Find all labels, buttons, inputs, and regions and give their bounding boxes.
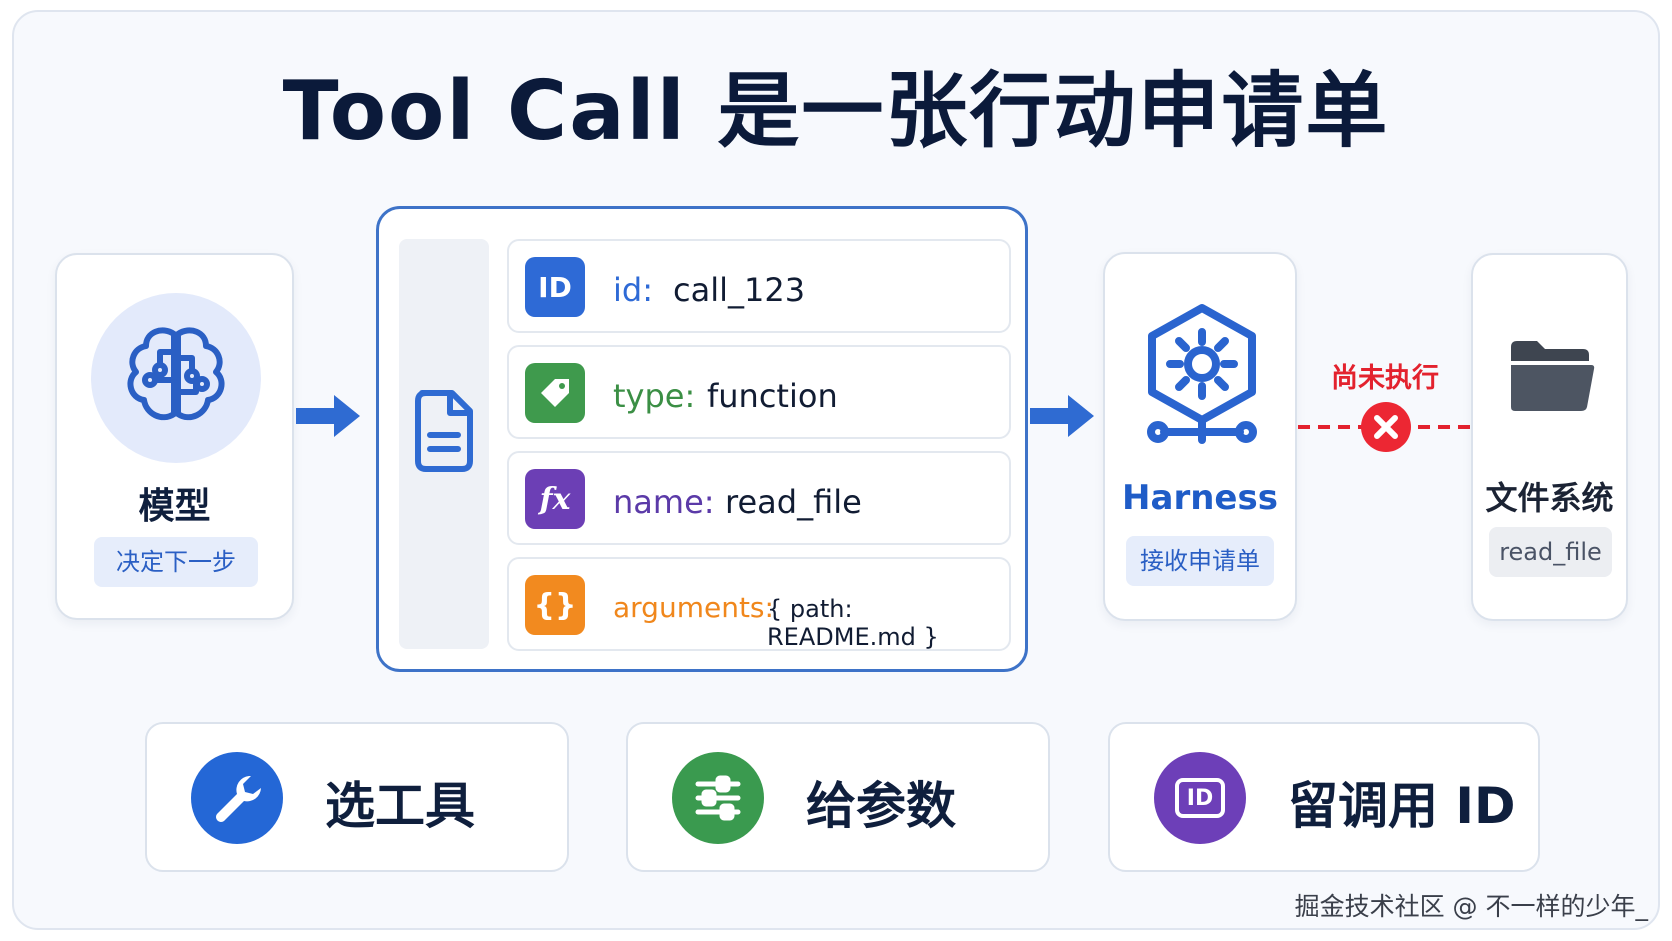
model-card: 模型 决定下一步 xyxy=(55,253,294,620)
folder-icon xyxy=(1511,341,1595,411)
not-executed-label: 尚未执行 xyxy=(1331,363,1439,394)
field-value: read_file xyxy=(725,483,862,521)
give-params-label: 给参数 xyxy=(806,777,956,835)
id-badge-text: ID xyxy=(1175,778,1225,818)
brain-icon xyxy=(91,293,261,463)
harness-card: Harness 接收申请单 xyxy=(1103,252,1297,621)
field-value: call_123 xyxy=(673,271,806,309)
filesystem-label: 文件系统 xyxy=(1485,479,1614,517)
id-icon: ID xyxy=(525,257,585,317)
field-key: name: xyxy=(613,483,715,521)
request-side-panel xyxy=(399,239,489,649)
tool-call-request-card: ID id: call_123 type: function fx name: … xyxy=(376,206,1028,672)
page-title: Tool Call 是一张行动申请单 xyxy=(282,64,1390,159)
sliders-icon xyxy=(672,752,764,844)
field-name: fx name: read_file xyxy=(507,451,1011,545)
harness-tag: 接收申请单 xyxy=(1126,536,1274,586)
field-key: type: xyxy=(613,377,696,415)
harness-label: Harness xyxy=(1122,478,1278,518)
model-tag: 决定下一步 xyxy=(94,537,258,587)
id-badge-icon: ID xyxy=(1154,752,1246,844)
function-icon: fx xyxy=(525,469,585,529)
field-value: function xyxy=(707,377,838,415)
select-tool-card: 选工具 xyxy=(145,722,569,872)
field-value: { path: README.md } xyxy=(767,595,939,651)
blocked-x-icon xyxy=(1361,402,1411,452)
keep-call-id-label: 留调用 ID xyxy=(1288,777,1516,835)
gear-hexagon-icon xyxy=(1147,304,1257,444)
field-arguments: {} arguments: { path: README.md } xyxy=(507,557,1011,651)
select-tool-label: 选工具 xyxy=(325,777,475,835)
filesystem-card: 文件系统 read_file xyxy=(1471,253,1628,621)
keep-call-id-card: ID 留调用 ID xyxy=(1108,722,1540,872)
give-params-card: 给参数 xyxy=(626,722,1050,872)
field-type: type: function xyxy=(507,345,1011,439)
field-id: ID id: call_123 xyxy=(507,239,1011,333)
model-label: 模型 xyxy=(138,486,211,527)
tag-icon xyxy=(525,363,585,423)
braces-icon: {} xyxy=(525,575,585,635)
filesystem-tag: read_file xyxy=(1489,527,1612,577)
field-key: id: xyxy=(613,271,653,309)
right-arrow-icon xyxy=(296,395,360,437)
wrench-icon xyxy=(191,752,283,844)
field-key: arguments: xyxy=(613,591,774,624)
right-arrow-icon xyxy=(1030,395,1094,437)
document-icon xyxy=(415,390,473,472)
watermark: 掘金技术社区 @ 不一样的少年_ xyxy=(1294,892,1648,921)
